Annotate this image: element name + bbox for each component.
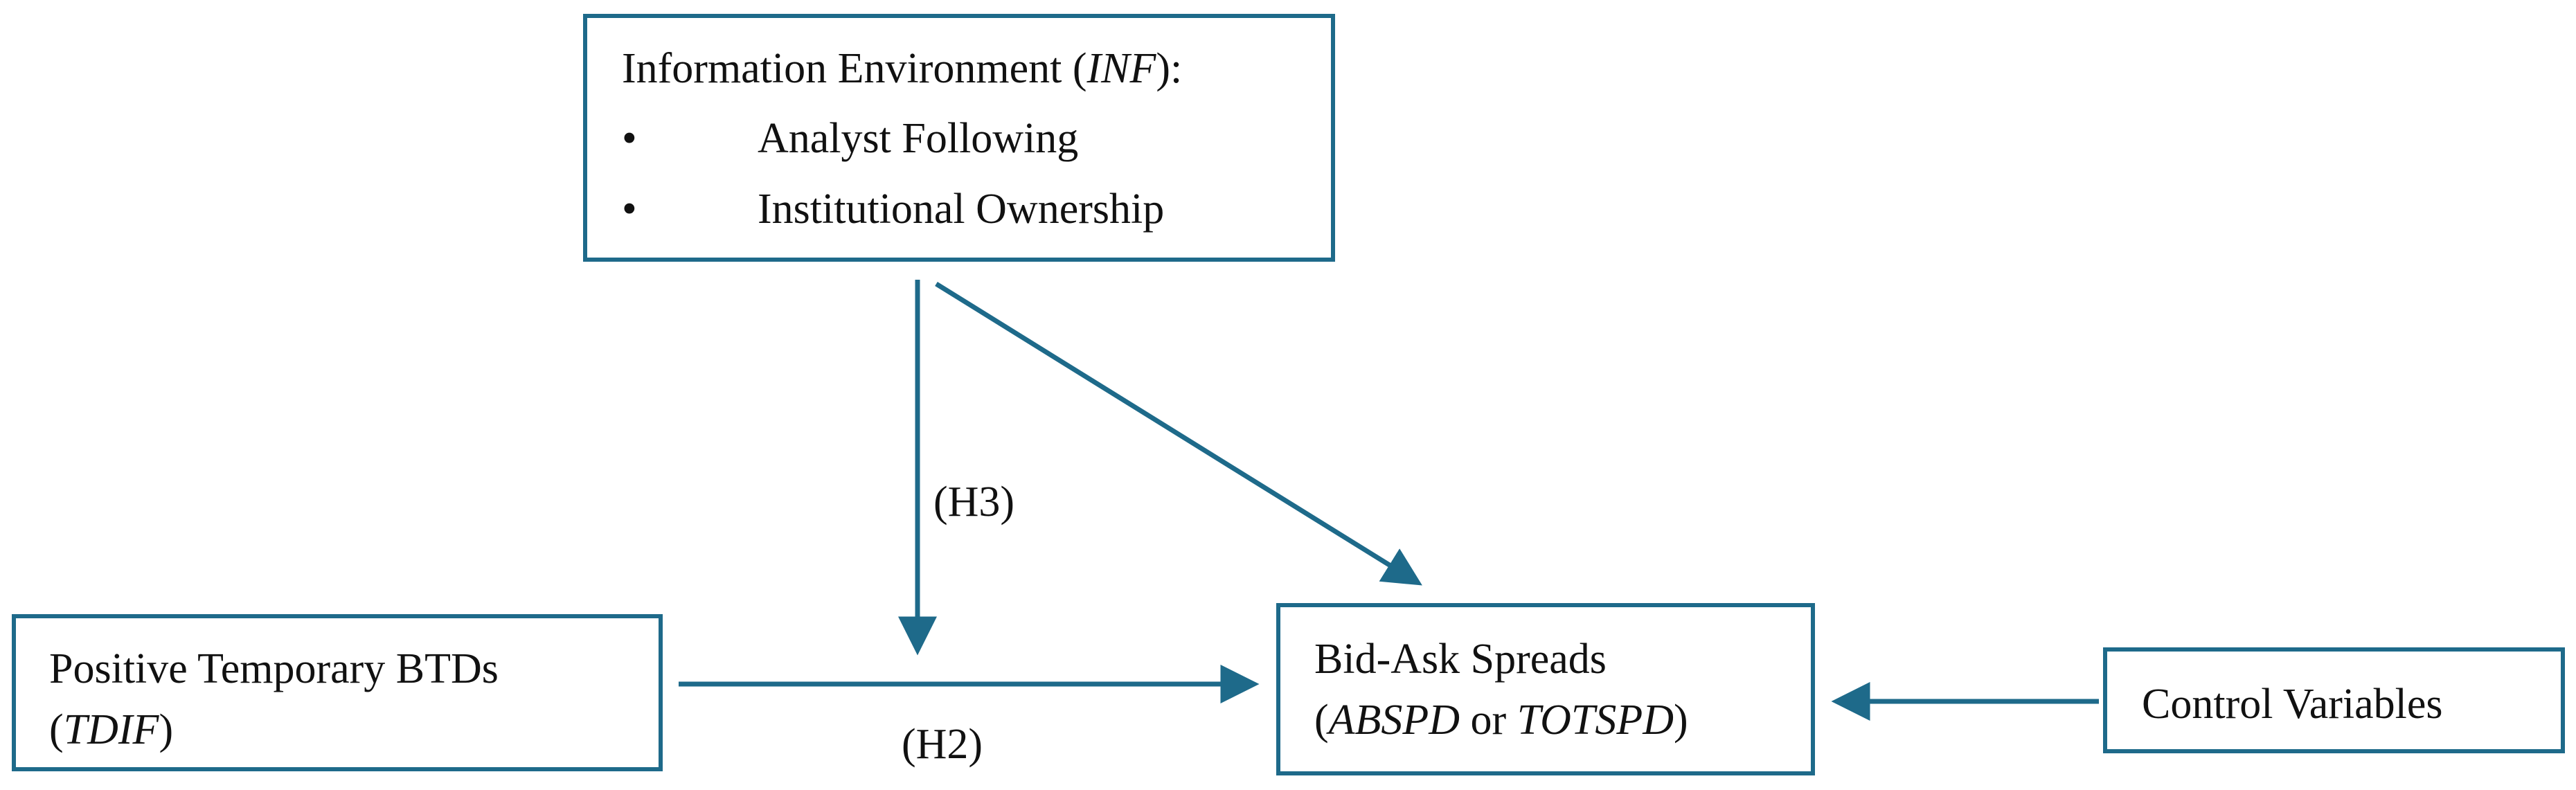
bullet-icon: • bbox=[622, 115, 637, 162]
control-variables-box: Control Variables bbox=[2103, 647, 2565, 753]
spread-line2: (ABSPD or TOTSPD) bbox=[1314, 697, 1688, 744]
information-environment-box: Information Environment (INF): •Analyst … bbox=[583, 14, 1335, 262]
spread-line1: Bid-Ask Spreads bbox=[1314, 636, 1607, 683]
hypothesis-h2-label: (H2) bbox=[902, 721, 983, 768]
bid-ask-spreads-box: Bid-Ask Spreads (ABSPD or TOTSPD) bbox=[1276, 603, 1815, 775]
arrow-inf-to-spread bbox=[935, 282, 1422, 586]
control-label: Control Variables bbox=[2142, 681, 2443, 728]
inf-title: Information Environment (INF): bbox=[622, 45, 1183, 92]
tdif-line2: (TDIF) bbox=[49, 706, 174, 753]
hypothesis-h3-label: (H3) bbox=[933, 478, 1015, 526]
bullet-icon: • bbox=[622, 186, 637, 233]
inf-bullet-item: •Analyst Following bbox=[622, 113, 1078, 164]
tdif-line1: Positive Temporary BTDs bbox=[49, 645, 499, 692]
tdif-box: Positive Temporary BTDs (TDIF) bbox=[12, 614, 663, 771]
inf-bullet-item: •Institutional Ownership bbox=[622, 183, 1164, 235]
